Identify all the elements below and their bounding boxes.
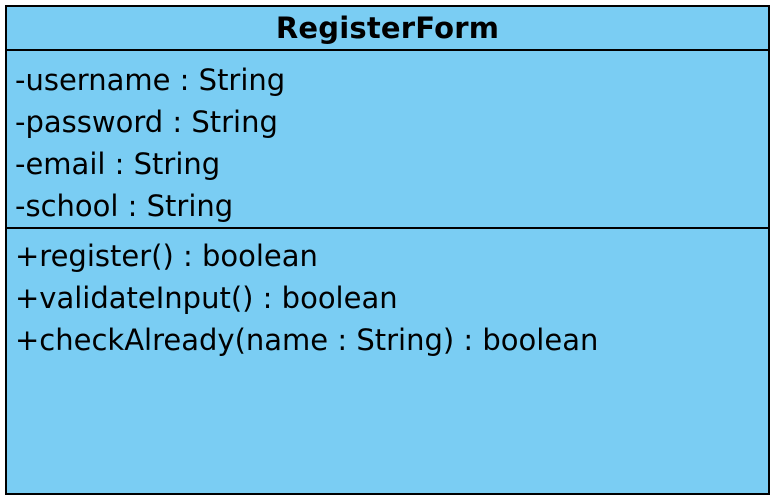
attribute-password: -password : String [15, 105, 278, 139]
uml-class-box[interactable]: RegisterForm -username : String -passwor… [5, 5, 770, 495]
attributes-compartment: -username : String -password : String -e… [7, 51, 768, 229]
operation-register: +register() : boolean [15, 239, 318, 273]
operation-validate-input: +validateInput() : boolean [15, 281, 398, 315]
attribute-email: -email : String [15, 147, 221, 181]
operations-compartment: +register() : boolean +validateInput() :… [7, 229, 768, 361]
attribute-school: -school : String [15, 189, 234, 223]
class-name: RegisterForm [7, 7, 768, 51]
attribute-username: -username : String [15, 63, 286, 97]
operation-check-already: +checkAlready(name : String) : boolean [15, 323, 599, 357]
